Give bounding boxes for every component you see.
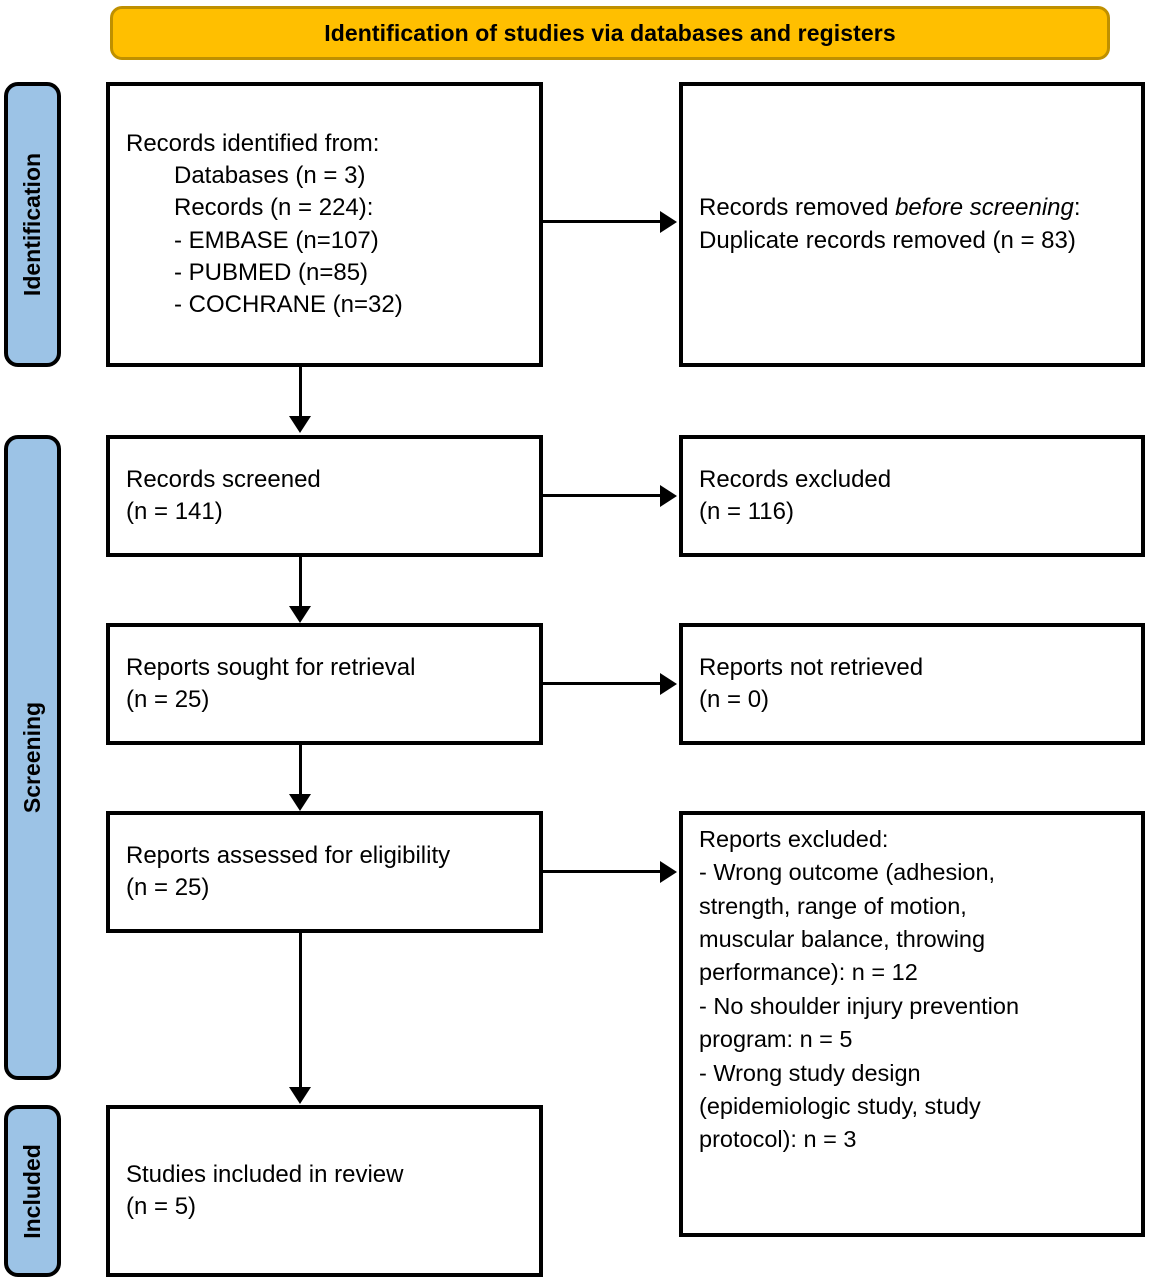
arrowhead-assessed-to-reports-excluded (660, 861, 677, 883)
connector-screened-to-sought (299, 557, 302, 609)
box-reports-not-retrieved: Reports not retrieved (n = 0) (679, 623, 1145, 745)
box-records-identified-content: Records identified from: Databases (n = … (110, 128, 539, 321)
reports-not-retrieved-line-2: (n = 0) (699, 686, 770, 713)
box-studies-included-content: Studies included in review (n = 5) (110, 1159, 539, 1223)
connector-identified-to-screened (299, 367, 302, 419)
stage-label-included-text: Included (19, 1143, 45, 1239)
connector-identified-to-removed (543, 220, 662, 223)
box-reports-assessed-content: Reports assessed for eligibility (n = 25… (110, 840, 539, 904)
records-excluded-line-1: Records excluded (699, 465, 892, 493)
box-records-excluded-content: Records excluded (n = 116) (683, 464, 1141, 528)
records-identified-line-4: - EMBASE (n=107) (174, 226, 379, 254)
reports-excluded-reason-3: - Wrong study design (epidemiologic stud… (699, 1059, 981, 1153)
reports-assessed-line-1: Reports assessed for eligibility (126, 841, 451, 869)
box-records-removed-content: Records removed before screening: Duplic… (683, 192, 1141, 256)
connector-assessed-to-included (299, 933, 302, 1090)
box-records-screened: Records screened (n = 141) (106, 435, 543, 557)
reports-not-retrieved-line-1: Reports not retrieved (699, 653, 924, 681)
records-excluded-line-2: (n = 116) (699, 498, 794, 525)
studies-included-line-2: (n = 5) (126, 1193, 197, 1220)
connector-sought-to-not-retrieved (543, 682, 662, 685)
box-reports-not-retrieved-content: Reports not retrieved (n = 0) (683, 652, 1141, 716)
reports-sought-line-2: (n = 25) (126, 686, 210, 713)
records-screened-line-1: Records screened (126, 465, 321, 493)
records-screened-line-2: (n = 141) (126, 498, 223, 525)
box-studies-included-in-review: Studies included in review (n = 5) (106, 1105, 543, 1277)
diagram-title-banner: Identification of studies via databases … (110, 6, 1110, 60)
arrowhead-identified-to-removed (660, 211, 677, 233)
box-reports-assessed-for-eligibility: Reports assessed for eligibility (n = 25… (106, 811, 543, 933)
arrowhead-assessed-to-included (289, 1087, 311, 1104)
reports-excluded-reason-2: - No shoulder injury prevention program:… (699, 992, 1020, 1053)
box-reports-excluded-content: Reports excluded: - Wrong outcome (adhes… (683, 815, 1141, 1157)
arrowhead-screened-to-sought (289, 606, 311, 623)
stage-label-identification-text: Identification (19, 152, 45, 297)
records-removed-colon: : (1073, 194, 1081, 222)
box-records-screened-content: Records screened (n = 141) (110, 464, 539, 528)
box-reports-sought-content: Reports sought for retrieval (n = 25) (110, 652, 539, 716)
records-identified-line-2: Databases (n = 3) (174, 162, 366, 190)
arrowhead-sought-to-not-retrieved (660, 673, 677, 695)
records-removed-prefix: Records removed (699, 194, 896, 222)
reports-excluded-heading: Reports excluded: (699, 826, 889, 852)
connector-screened-to-excluded (543, 494, 662, 497)
stage-label-screening: Screening (4, 435, 61, 1080)
arrowhead-identified-to-screened (289, 416, 311, 433)
arrowhead-sought-to-assessed (289, 794, 311, 811)
connector-assessed-to-reports-excluded (543, 870, 662, 873)
records-removed-line-2: Duplicate records removed (n = 83) (699, 226, 1076, 254)
box-reports-excluded-reasons: Reports excluded: - Wrong outcome (adhes… (679, 811, 1145, 1237)
box-records-excluded: Records excluded (n = 116) (679, 435, 1145, 557)
box-reports-sought-for-retrieval: Reports sought for retrieval (n = 25) (106, 623, 543, 745)
records-removed-emphasis: before screening (895, 194, 1074, 222)
arrowhead-screened-to-excluded (660, 485, 677, 507)
records-identified-line-6: - COCHRANE (n=32) (174, 290, 403, 318)
records-removed-line-1: Records removed before screening: (699, 192, 1125, 224)
stage-label-screening-text: Screening (19, 701, 45, 814)
reports-excluded-reason-1: - Wrong outcome (adhesion, strength, ran… (699, 859, 996, 986)
studies-included-line-1: Studies included in review (126, 1160, 404, 1188)
connector-sought-to-assessed (299, 745, 302, 797)
box-records-removed-before-screening: Records removed before screening: Duplic… (679, 82, 1145, 367)
records-identified-line-5: - PUBMED (n=85) (174, 258, 369, 286)
stage-label-identification: Identification (4, 82, 61, 367)
diagram-title: Identification of studies via databases … (324, 19, 896, 46)
reports-sought-line-1: Reports sought for retrieval (126, 653, 416, 681)
records-identified-line-3: Records (n = 224): (174, 194, 374, 222)
stage-label-included: Included (4, 1105, 61, 1277)
box-records-identified: Records identified from: Databases (n = … (106, 82, 543, 367)
reports-assessed-line-2: (n = 25) (126, 874, 210, 901)
records-identified-line-1: Records identified from: (126, 130, 380, 158)
